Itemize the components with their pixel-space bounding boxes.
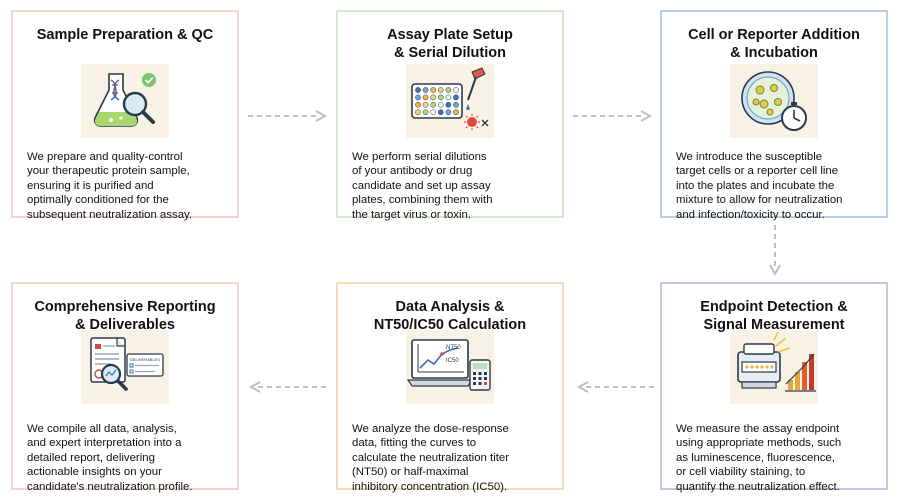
step-title: Endpoint Detection & Signal Measurement	[700, 299, 848, 333]
plate-well	[453, 94, 459, 101]
plate-well	[415, 94, 421, 101]
nt50-label: NT50	[446, 345, 461, 351]
step-card-data-analysis: Data Analysis & NT50/IC50 Calculation NT…	[336, 282, 564, 493]
step-title: Cell or Reporter Addition & Incubation	[688, 27, 860, 61]
plate-well	[415, 109, 421, 116]
report-magnifier-icon: DELIVERABLES	[81, 330, 169, 404]
plate-well	[430, 87, 437, 93]
step-description: We analyze the dose-response data, fitti…	[352, 423, 510, 493]
step-card-assay-plate-setup: Assay Plate Setup & Serial Dilution We p…	[336, 10, 564, 221]
step-description: We perform serial dilutions of your anti…	[352, 151, 493, 221]
plate-well	[453, 87, 459, 93]
plate-well	[445, 94, 452, 101]
arrow-right-icon	[573, 110, 653, 122]
plate-well	[430, 94, 437, 101]
plate-well	[422, 94, 429, 101]
laptop-curve-calculator-icon: NT50 IC50	[406, 330, 494, 404]
arrow-left-icon	[248, 381, 328, 393]
arrow-down-icon	[769, 225, 781, 277]
plate-well	[453, 101, 459, 108]
step-title: Assay Plate Setup & Serial Dilution	[387, 27, 513, 61]
plate-well	[445, 101, 452, 108]
step-title: Sample Preparation & QC	[36, 27, 214, 43]
plate-well	[453, 109, 459, 116]
plate-reader-icon	[730, 330, 818, 404]
step-card-sample-preparation: Sample Preparation & QC We prepare and q…	[11, 10, 239, 221]
step-description: We compile all data, analysis, and exper…	[27, 423, 193, 493]
plate-well	[422, 109, 429, 116]
well-plate-pipette-icon	[406, 64, 494, 138]
step-description: We introduce the susceptible target cell…	[676, 151, 843, 221]
arrow-right-icon	[248, 110, 328, 122]
plate-well	[437, 94, 444, 101]
step-card-endpoint-detection: Endpoint Detection & Signal Measurement …	[660, 282, 888, 493]
plate-well	[415, 87, 421, 93]
step-description: We prepare and quality-control your ther…	[27, 151, 193, 221]
step-card-reporting: Comprehensive Reporting & Deliverables D…	[11, 282, 239, 493]
arrow-left-icon	[576, 381, 656, 393]
plate-well	[430, 101, 437, 108]
petri-dish-timer-icon	[730, 64, 818, 138]
ic50-label: IC50	[446, 358, 459, 364]
step-title: Data Analysis & NT50/IC50 Calculation	[373, 299, 527, 333]
step-description: We measure the assay endpoint using appr…	[676, 423, 842, 493]
deliverables-label: DELIVERABLES	[130, 357, 160, 362]
plate-well	[445, 109, 452, 116]
plate-well	[415, 101, 421, 108]
plate-well	[437, 87, 444, 93]
step-title: Comprehensive Reporting & Deliverables	[34, 299, 216, 333]
plate-well	[437, 101, 444, 108]
plate-well	[445, 87, 452, 93]
plate-well	[437, 109, 444, 116]
plate-well	[422, 101, 429, 108]
plate-well	[430, 109, 437, 116]
flask-dna-magnifier-icon	[81, 64, 169, 138]
step-card-cell-addition: Cell or Reporter Addition & Incubation W…	[660, 10, 888, 221]
plate-well	[422, 87, 429, 93]
